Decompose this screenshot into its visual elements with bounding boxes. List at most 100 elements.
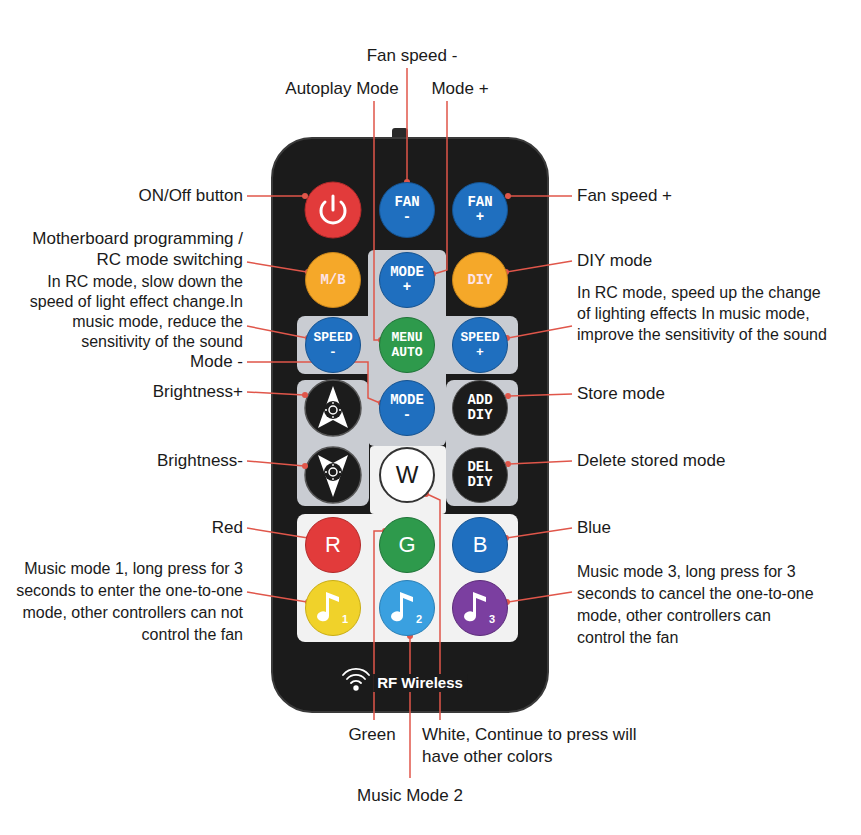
illustration-stroke [509, 461, 572, 464]
illustration-stroke [325, 402, 341, 418]
remote-button: B [452, 517, 508, 573]
callout-text: Red [212, 518, 243, 537]
callout-text: Music mode 1, long press for 3 seconds t… [16, 560, 243, 643]
remote-body [272, 138, 548, 712]
remote-button: 1 [305, 580, 361, 636]
illustration-stroke [332, 478, 333, 480]
music-note-icon [452, 580, 508, 636]
button-text: 1 [342, 612, 348, 627]
callout-text: Brightness+ [153, 382, 243, 401]
callout-label: Green [312, 724, 432, 746]
callout-text: Mode - [190, 352, 243, 371]
button-text: ADD DIY [467, 393, 492, 423]
button-text: DEL DIY [467, 460, 492, 490]
button-text: FAN - [394, 195, 419, 225]
music-note [391, 592, 413, 621]
callout-text: ON/Off button [138, 186, 243, 205]
illustration-stroke [434, 101, 447, 274]
remote-button: 2 [379, 580, 435, 636]
remote-button: SPEED + [452, 317, 508, 373]
illustration-stroke [507, 261, 572, 272]
illustration-stroke [318, 386, 348, 428]
remote-button: G [379, 517, 435, 573]
button-text: MENU AUTO [391, 330, 422, 360]
remote-button: R [305, 517, 361, 573]
illustration-stroke [297, 380, 369, 506]
button-text: DIY [467, 273, 492, 288]
white-panel [370, 446, 446, 514]
remote-button: FAN + [452, 182, 508, 238]
button-text: MODE + [390, 265, 424, 295]
illustration-stroke [329, 406, 337, 414]
music-note [317, 592, 339, 621]
button-text: 2 [416, 612, 422, 627]
remote-control: RF WirelessFAN -FAN +M/BMODE +DIYSPEED -… [272, 138, 548, 712]
illustration-stroke [247, 528, 308, 538]
remote-button: 3 [452, 580, 508, 636]
remote-button: W [379, 447, 435, 503]
callout-label: Delete stored mode [577, 450, 827, 472]
wireless-icon [343, 669, 369, 690]
callout-label: ON/Off button [3, 185, 243, 207]
callout-label: Motherboard programming / RC mode switch… [18, 228, 243, 270]
brightness-up-button [305, 380, 361, 436]
illustration-stroke [247, 195, 304, 197]
callout-text: Music mode 3, long press for 3 seconds t… [577, 563, 814, 646]
illustration-stroke [507, 528, 572, 538]
illustration-stroke [305, 447, 361, 503]
callout-label: Blue [577, 517, 827, 539]
remote-button: DIY [452, 252, 508, 308]
callout-text: Brightness- [157, 451, 243, 470]
illustration-stroke [247, 262, 307, 272]
music-note [464, 592, 486, 621]
illustration-stroke [325, 464, 341, 480]
illustration-stroke [354, 686, 358, 690]
music-note-icon [305, 580, 361, 636]
illustration-stroke [339, 409, 341, 410]
illustration-stroke [406, 68, 408, 181]
callout-text: Blue [577, 518, 611, 537]
button-text: FAN + [467, 195, 492, 225]
illustration-stroke [305, 182, 361, 238]
callout-text: In RC mode, slow down the speed of light… [30, 273, 243, 350]
illustration-stroke [247, 461, 304, 466]
callout-text: Fan speed + [577, 186, 672, 205]
callout-text: Music Mode 2 [357, 786, 463, 805]
callout-text: Mode + [431, 79, 488, 98]
callout-text: Fan speed - [367, 46, 458, 65]
illustration-stroke [318, 455, 348, 497]
brand-text: RF Wireless [373, 674, 467, 692]
callout-label: Fan speed + [577, 185, 827, 207]
button-text: SPEED + [460, 330, 499, 360]
remote-button: ADD DIY [452, 380, 508, 436]
illustration-stroke [324, 401, 342, 419]
illustration-stroke [374, 101, 380, 340]
power-button [305, 182, 361, 238]
illustration-stroke [343, 669, 369, 675]
remote-button: M/B [305, 252, 361, 308]
illustration-stroke [302, 392, 308, 398]
illustration-stroke [505, 193, 511, 199]
illustration-stroke [324, 463, 342, 481]
illustration-stroke [325, 409, 327, 410]
button-text: 3 [489, 612, 495, 627]
callout-label: White, Continue to press will have other… [422, 724, 652, 768]
callout-label: DIY mode [577, 250, 827, 272]
button-panels [297, 250, 518, 506]
callout-label: Mode + [400, 78, 520, 100]
illustration-stroke [446, 380, 518, 506]
illustration-stroke [297, 316, 518, 374]
callout-label: In RC mode, speed up the change of light… [577, 282, 837, 345]
illustration-stroke [247, 392, 304, 395]
button-text: B [473, 532, 488, 558]
illustration-stroke [509, 195, 572, 197]
leader-dots [302, 179, 511, 639]
illustration-stroke [332, 464, 333, 466]
illustration-stroke [368, 250, 446, 446]
callout-label: Mode - [3, 351, 243, 373]
button-text: W [396, 462, 419, 488]
callout-label: Music Mode 2 [330, 785, 490, 807]
callout-label: Brightness- [3, 450, 243, 472]
illustration-stroke [409, 637, 411, 778]
illustration-stroke [351, 681, 361, 683]
